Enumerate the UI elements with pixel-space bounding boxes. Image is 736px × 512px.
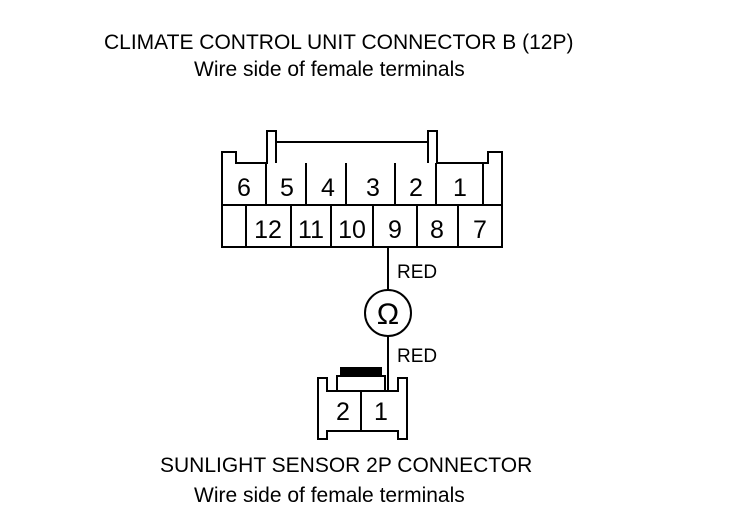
sensor-lock-tab [340,367,382,377]
terminal-6: 6 [237,174,251,202]
terminal-12: 12 [254,216,282,244]
ohmmeter-icon: Ω [364,289,412,337]
terminal-11: 11 [298,216,324,244]
terminal-8: 8 [430,216,444,244]
wire-label-upper: RED [397,262,437,283]
terminal-7: 7 [473,216,487,244]
sensor-terminal-2: 2 [336,398,350,426]
sensor-connector-subtitle: Wire side of female terminals [194,484,465,507]
sensor-terminal-1: 1 [374,398,388,426]
wire-label-lower: RED [397,346,437,367]
terminal-5: 5 [280,174,294,202]
sensor-connector-body [317,377,408,440]
terminal-10: 10 [338,216,366,244]
terminal-2: 2 [409,174,423,202]
connector-b-title: CLIMATE CONTROL UNIT CONNECTOR B (12P) [104,31,574,54]
terminal-1: 1 [453,174,467,202]
ohm-symbol: Ω [377,298,399,331]
terminal-9: 9 [388,216,402,244]
connector-b-body [221,130,503,248]
sensor-connector-title: SUNLIGHT SENSOR 2P CONNECTOR [160,454,533,477]
terminal-3: 3 [366,174,380,202]
connector-b-subtitle: Wire side of female terminals [194,58,465,81]
terminal-4: 4 [321,174,335,202]
